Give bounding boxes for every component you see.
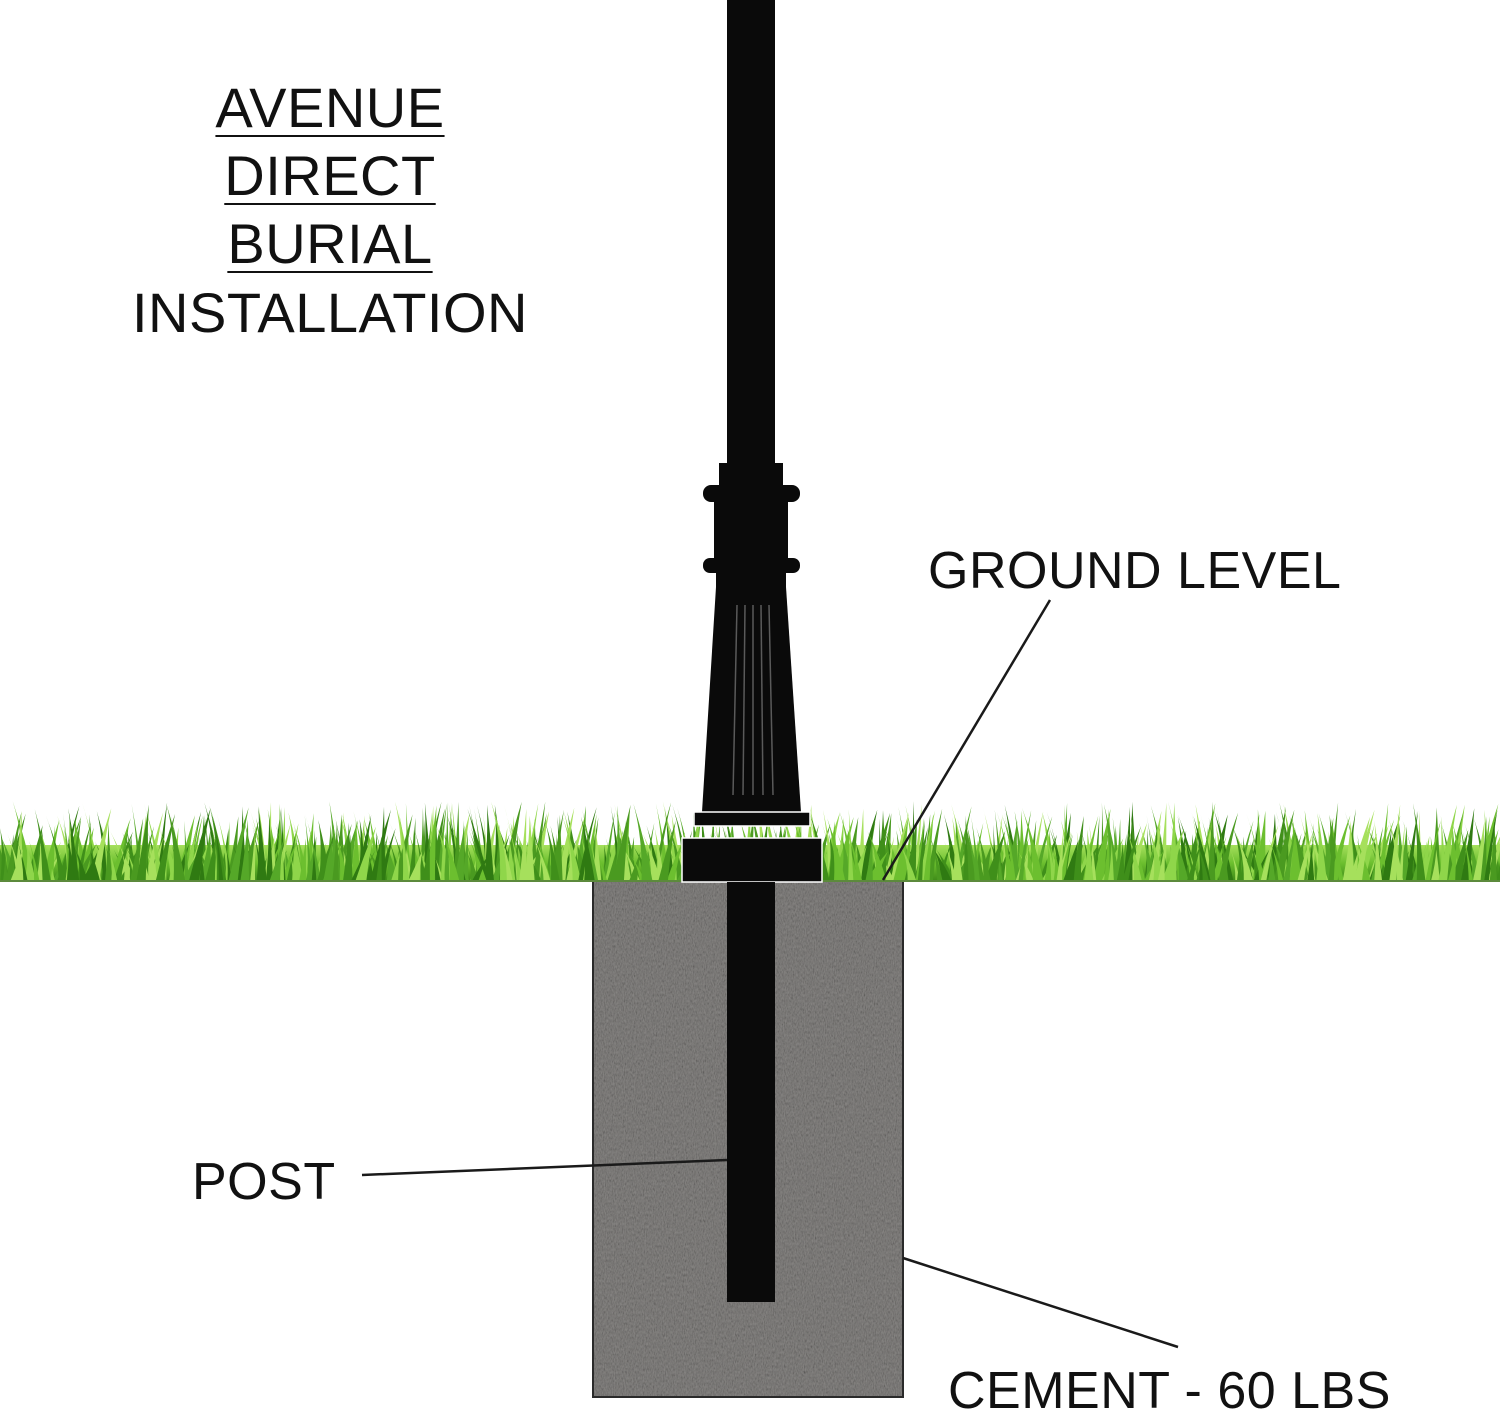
ground-level-leader: [881, 599, 1052, 881]
cement-label: CEMENT - 60 LBS: [948, 1362, 1391, 1415]
grass-strip: [0, 801, 1500, 881]
title-line-1: AVENUE: [215, 76, 445, 139]
title-line-4: INSTALLATION: [131, 281, 528, 344]
lamp-post: [681, 0, 823, 1302]
leader-lines: [361, 599, 1179, 1349]
title-line-2: DIRECT: [224, 144, 436, 207]
cement-leader: [902, 1256, 1179, 1349]
title-line-3: BURIAL: [227, 212, 433, 275]
ground-level-label: GROUND LEVEL: [928, 542, 1342, 600]
post-leader: [361, 1158, 728, 1177]
post-label: POST: [192, 1153, 336, 1211]
